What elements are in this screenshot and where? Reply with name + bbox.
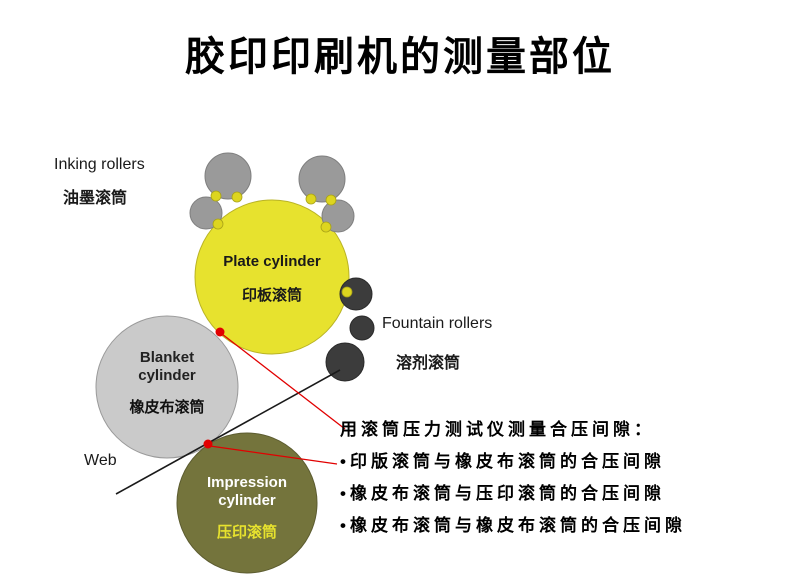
blanket-cylinder-label-en-line1: Blanket [139,349,195,366]
nip-dot-icon [325,194,337,206]
notes-bullet-1: •印版滚筒与橡皮布滚筒的合压间隙 [340,452,665,471]
inking-roller-circle-2 [298,155,346,203]
fountain-roller-circle-1 [339,277,373,311]
inking-rollers-label-en: Inking rollers [54,156,145,173]
plate-cylinder-circle [194,199,350,355]
nip-dot-icon [231,191,243,203]
fountain-rollers-label-en: Fountain rollers [382,315,493,332]
nip-dot-icon [210,190,222,202]
measurement-notes: 用滚筒压力测试仪测量合压间隙： •印版滚筒与橡皮布滚筒的合压间隙 •橡皮布滚筒与… [340,414,686,542]
leader-line-plate-blanket [221,333,346,430]
impression-cylinder-circle [176,432,318,574]
leader-line-blanket-impression [209,445,338,465]
blanket-cylinder-label-zh: 橡皮布滚筒 [129,399,205,416]
nip-dot-icon [212,218,224,230]
blanket-cylinder-label-en-line2: cylinder [138,367,196,384]
fountain-rollers-label-zh: 溶剂滚筒 [396,355,461,372]
blanket-cylinder-circle [95,315,239,459]
impression-cylinder-label-zh: 压印滚筒 [216,524,277,541]
web-line [115,369,341,495]
plate-cylinder-label-zh: 印板滚筒 [241,287,302,304]
fountain-roller-circle-2 [349,315,375,341]
inking-roller-circle-1 [204,152,252,200]
measure-point-dot-icon [215,327,225,337]
notes-bullet-2: •橡皮布滚筒与压印滚筒的合压间隙 [340,484,665,503]
notes-bullet-3: •橡皮布滚筒与橡皮布滚筒的合压间隙 [340,516,686,535]
impression-cylinder-label-en-line1: Impression [206,474,288,491]
plate-cylinder-label-en: Plate cylinder [223,253,321,270]
fountain-roller-circle-3 [325,342,365,382]
nip-dot-icon [341,286,353,298]
web-label: Web [84,452,117,469]
nip-dot-icon [305,193,317,205]
measure-point-dot-icon [203,439,213,449]
notes-header: 用滚筒压力测试仪测量合压间隙： [340,420,655,439]
impression-cylinder-label-en-line2: cylinder [218,492,276,509]
inking-rollers-label-zh: 油墨滚筒 [63,190,128,207]
nip-dot-icon [320,221,332,233]
page-title: 胶印印刷机的测量部位 [185,35,615,79]
